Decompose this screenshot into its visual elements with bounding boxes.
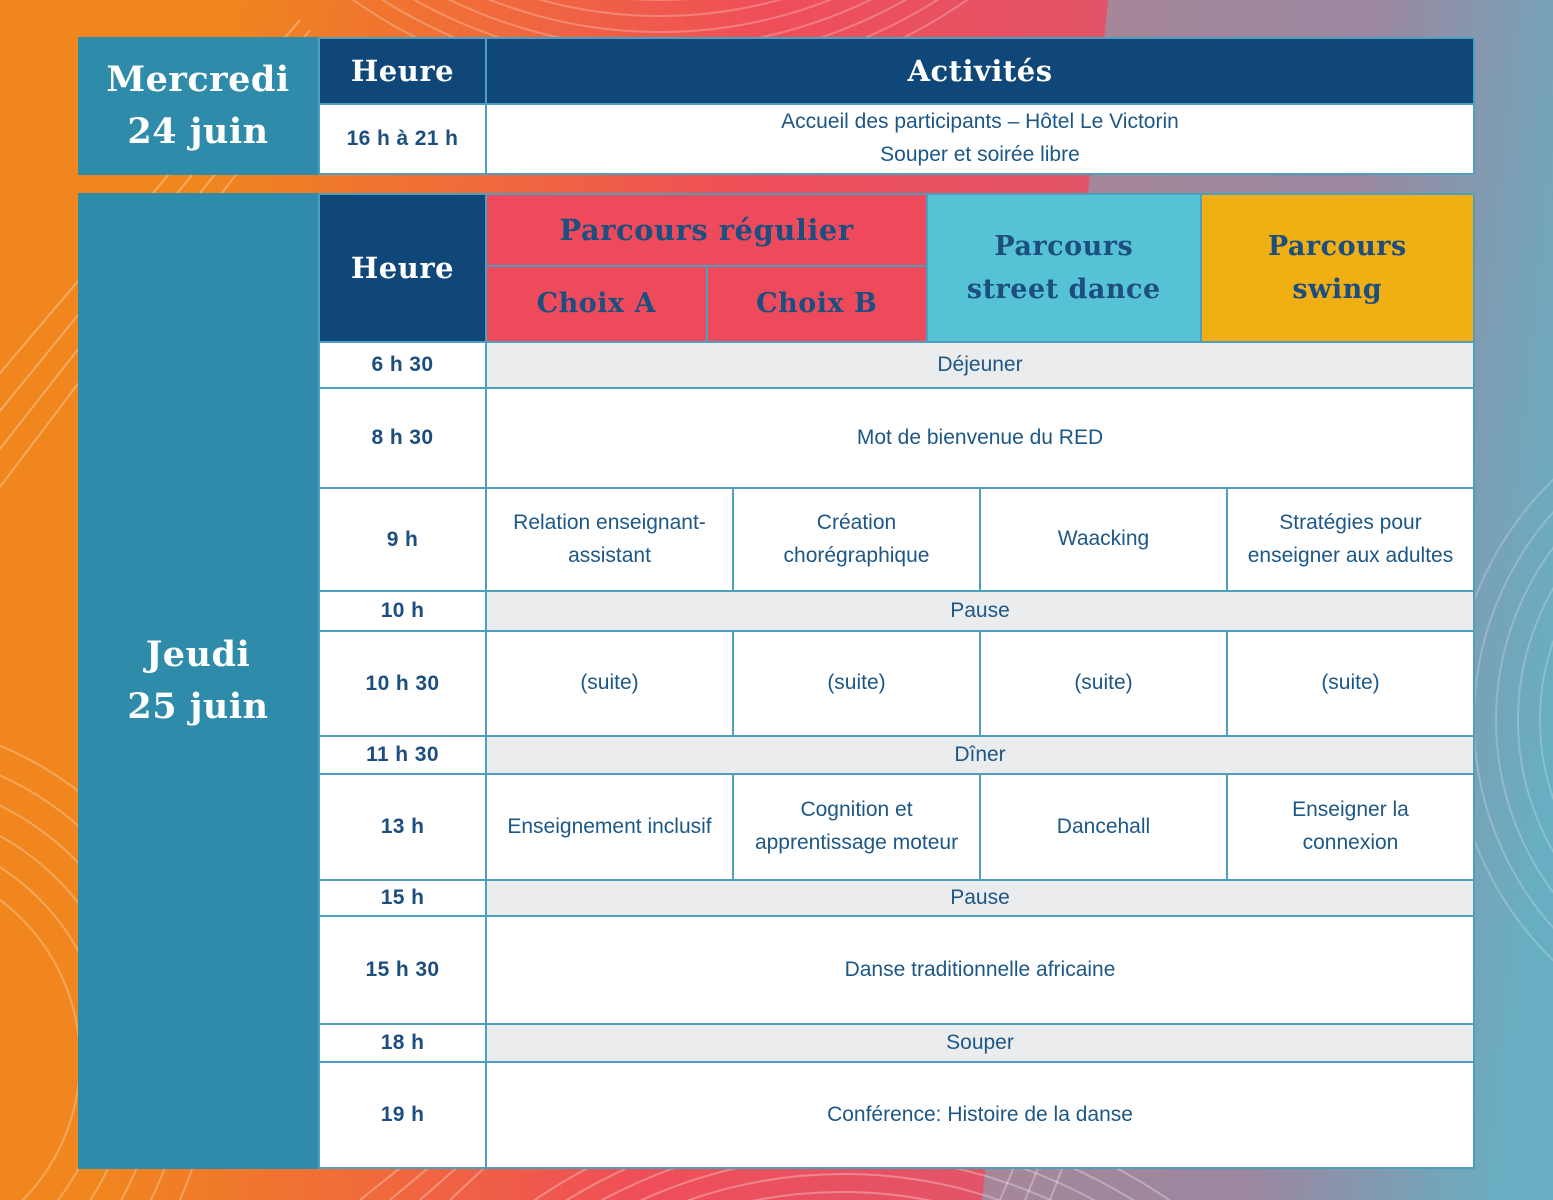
activity-cell-swing: (suite)	[1228, 632, 1473, 735]
wednesday-section: Mercredi 24 juin Heure Activités 16 h à …	[78, 37, 1475, 175]
time-cell: 11 h 30	[320, 737, 485, 773]
activity-span-cell: Dîner	[487, 737, 1473, 773]
activity-cell-choix-a: Enseignement inclusif	[487, 775, 732, 879]
activity-span-cell: Conférence: Histoire de la danse	[487, 1063, 1473, 1167]
schedule-row-6h30: 6 h 30 Déjeuner	[320, 343, 1473, 387]
thursday-table: Heure Parcours régulier Choix A Choix B …	[318, 193, 1475, 1169]
day-name-wednesday: Mercredi	[106, 58, 290, 100]
column-header-parcours-street-dance: Parcours street dance	[928, 195, 1200, 341]
schedule-row-9h: 9 h Relation enseignant-assistant Créati…	[320, 489, 1473, 590]
column-header-parcours-regulier: Parcours régulier	[487, 195, 926, 265]
activity-span-cell: Souper	[487, 1025, 1473, 1061]
day-panel-thursday: Jeudi 25 juin	[78, 193, 318, 1169]
time-cell: 18 h	[320, 1025, 485, 1061]
column-group-parcours-regulier: Parcours régulier Choix A Choix B	[487, 195, 926, 341]
schedule-row-18h: 18 h Souper	[320, 1025, 1473, 1061]
wednesday-table-header-row: Heure Activités	[320, 39, 1473, 103]
time-cell: 6 h 30	[320, 343, 485, 387]
time-cell: 13 h	[320, 775, 485, 879]
wednesday-table: Heure Activités 16 h à 21 h Accueil des …	[318, 37, 1475, 175]
activity-span-cell: Déjeuner	[487, 343, 1473, 387]
time-cell: 15 h	[320, 881, 485, 915]
activity-cell-swing: Enseigner la connexion	[1228, 775, 1473, 879]
column-header-parcours-swing: Parcours swing	[1201, 195, 1473, 341]
activity-cell-swing: Stratégies pour enseigner aux adultes	[1228, 489, 1473, 590]
schedule-row-13h: 13 h Enseignement inclusif Cognition et …	[320, 775, 1473, 879]
time-cell: 15 h 30	[320, 917, 485, 1023]
day-date-wednesday: 24 juin	[127, 111, 269, 152]
activity-cell-street-dance: Waacking	[981, 489, 1226, 590]
activity-line-2: Souper et soirée libre	[880, 143, 1080, 166]
activity-cell-street-dance: Dancehall	[981, 775, 1226, 879]
time-cell: 16 h à 21 h	[320, 105, 485, 173]
thursday-section: Jeudi 25 juin Heure Parcours régulier Ch…	[78, 193, 1475, 1169]
activity-cell-choix-a: Relation enseignant-assistant	[487, 489, 732, 590]
activity-span-cell: Pause	[487, 881, 1473, 915]
activity-cell-choix-a: (suite)	[487, 632, 732, 735]
day-date-thursday: 25 juin	[127, 686, 269, 727]
day-name-thursday: Jeudi	[145, 633, 251, 675]
time-cell: 10 h	[320, 592, 485, 630]
activity-cell: Accueil des participants – Hôtel Le Vict…	[487, 105, 1473, 173]
schedule-row-19h: 19 h Conférence: Histoire de la danse	[320, 1063, 1473, 1167]
activity-span-cell: Pause	[487, 592, 1473, 630]
thursday-table-header-row: Heure Parcours régulier Choix A Choix B …	[320, 195, 1473, 341]
column-header-choix-b: Choix B	[707, 267, 926, 341]
time-cell: 8 h 30	[320, 389, 485, 487]
activity-cell-choix-b: (suite)	[734, 632, 979, 735]
column-header-choix-a: Choix A	[487, 267, 706, 341]
schedule-row-11h30: 11 h 30 Dîner	[320, 737, 1473, 773]
activity-cell-choix-b: Cognition et apprentissage moteur	[734, 775, 979, 879]
activity-span-cell: Danse traditionnelle africaine	[487, 917, 1473, 1023]
time-cell: 10 h 30	[320, 632, 485, 735]
day-panel-wednesday: Mercredi 24 juin	[78, 37, 318, 175]
choix-subheader-row: Choix A Choix B	[487, 267, 926, 341]
column-header-heure: Heure	[320, 195, 485, 341]
activity-cell-street-dance: (suite)	[981, 632, 1226, 735]
activity-cell-choix-b: Création chorégraphique	[734, 489, 979, 590]
time-cell: 19 h	[320, 1063, 485, 1167]
time-cell: 9 h	[320, 489, 485, 590]
schedule-row-15h30: 15 h 30 Danse traditionnelle africaine	[320, 917, 1473, 1023]
column-header-activites: Activités	[487, 39, 1473, 103]
activity-line-1: Accueil des participants – Hôtel Le Vict…	[781, 110, 1179, 134]
column-header-heure: Heure	[320, 39, 485, 103]
schedule-row-10h: 10 h Pause	[320, 592, 1473, 630]
activity-span-cell: Mot de bienvenue du RED	[487, 389, 1473, 487]
schedule-row-15h: 15 h Pause	[320, 881, 1473, 915]
schedule-row-10h30: 10 h 30 (suite) (suite) (suite) (suite)	[320, 632, 1473, 735]
wednesday-row-16h: 16 h à 21 h Accueil des participants – H…	[320, 105, 1473, 173]
schedule-row-8h30: 8 h 30 Mot de bienvenue du RED	[320, 389, 1473, 487]
